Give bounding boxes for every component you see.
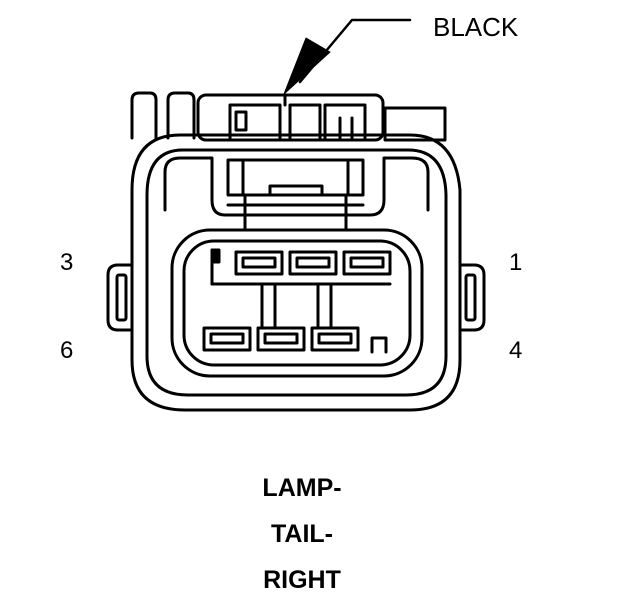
- leader-arrow: [283, 18, 412, 95]
- terminal-cavity: [170, 228, 424, 378]
- pin-label-bottom-right: 4: [509, 337, 523, 364]
- pin-label-top-right: 1: [509, 249, 523, 276]
- pin-label-bottom-left: 6: [60, 337, 74, 364]
- connector-color-label: BLACK: [433, 12, 519, 42]
- title-line-3: RIGHT: [263, 566, 341, 594]
- top-latch: [130, 91, 447, 142]
- housing: [106, 133, 486, 412]
- pin-label-top-left: 3: [60, 249, 74, 276]
- terminals: [202, 250, 392, 352]
- connector-title: LAMP- TAIL- RIGHT: [212, 474, 392, 612]
- title-line-1: LAMP-: [262, 474, 342, 502]
- title-line-2: TAIL-: [270, 520, 333, 548]
- lock-detail: [163, 156, 430, 232]
